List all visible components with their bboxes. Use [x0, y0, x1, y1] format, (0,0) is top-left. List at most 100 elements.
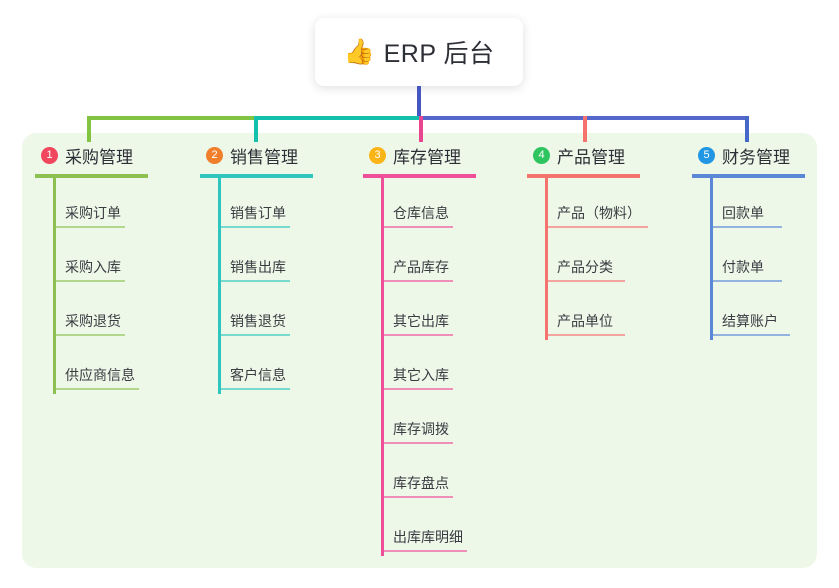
thumbs-up-icon: 👍 [343, 37, 375, 66]
branch-item-label: 销售退货 [230, 313, 286, 329]
drop-finance [745, 116, 749, 142]
branch-column-sales: 2 销售管理销售订单销售出库销售退货客户信息 [200, 142, 313, 394]
root-stem-connector [417, 86, 421, 118]
branch-item-label: 库存盘点 [393, 475, 449, 491]
branch-title: 采购管理 [65, 147, 133, 167]
branch-item[interactable]: 仓库信息 [363, 178, 476, 232]
branch-item[interactable]: 出库库明细 [363, 502, 476, 556]
branch-item-label: 库存调拨 [393, 421, 449, 437]
branch-item-underline [53, 280, 125, 282]
branch-item-label: 产品分类 [557, 259, 613, 275]
branch-item[interactable]: 客户信息 [200, 340, 313, 394]
branch-underline [527, 174, 640, 178]
branch-item-underline [710, 280, 782, 282]
root-title: ERP 后台 [383, 40, 495, 68]
branch-items-product: 产品（物料） 产品分类产品单位 [527, 178, 648, 340]
branch-item[interactable]: 其它入库 [363, 340, 476, 394]
branch-item-underline [218, 280, 290, 282]
branch-spine [218, 178, 221, 394]
branch-item-underline [545, 280, 625, 282]
branch-item[interactable]: 其它出库 [363, 286, 476, 340]
drop-sales [254, 116, 258, 142]
branch-spine [53, 178, 56, 394]
branch-items-finance: 回款单付款单结算账户 [692, 178, 805, 340]
branch-item-label: 供应商信息 [65, 367, 135, 383]
branch-item-label: 其它入库 [393, 367, 449, 383]
branch-item[interactable]: 销售退货 [200, 286, 313, 340]
branch-item[interactable]: 产品单位 [527, 286, 640, 340]
branch-item-underline [381, 550, 467, 552]
branch-number-badge: 5 [698, 146, 715, 164]
branch-title: 销售管理 [230, 147, 298, 167]
branch-item-label: 销售出库 [230, 259, 286, 275]
branch-item[interactable]: 库存盘点 [363, 448, 476, 502]
branch-item-label: 付款单 [722, 259, 764, 275]
branch-item[interactable]: 库存调拨 [363, 394, 476, 448]
root-node[interactable]: 👍 ERP 后台 [315, 18, 523, 86]
branch-column-procurement: 1 采购管理采购订单采购入库采购退货供应商信息 [35, 142, 148, 394]
branch-header-product[interactable]: 4 产品管理 [527, 142, 640, 168]
branch-item-underline [710, 226, 782, 228]
branch-item[interactable]: 销售订单 [200, 178, 313, 232]
branch-item-label: 出库库明细 [393, 529, 463, 545]
branch-item-label: 采购订单 [65, 205, 121, 221]
branch-header-procurement[interactable]: 1 采购管理 [35, 142, 148, 168]
branch-item[interactable]: 销售出库 [200, 232, 313, 286]
branch-column-product: 4 产品管理产品（物料） 产品分类产品单位 [527, 142, 648, 340]
branch-item[interactable]: 付款单 [692, 232, 805, 286]
branch-column-inventory: 3 库存管理仓库信息产品库存其它出库其它入库库存调拨库存盘点出库库明细 [363, 142, 476, 556]
branch-item-underline [710, 334, 790, 336]
branch-item-label: 其它出库 [393, 313, 449, 329]
drop-product [583, 116, 587, 142]
branch-item-underline [53, 388, 139, 390]
branch-spine [381, 178, 384, 556]
branch-item-label: 客户信息 [230, 367, 286, 383]
drop-inventory [419, 116, 423, 142]
branch-item[interactable]: 采购订单 [35, 178, 148, 232]
bus-segment-green [87, 116, 254, 120]
branch-header-sales[interactable]: 2 销售管理 [200, 142, 313, 168]
branch-title: 产品管理 [557, 147, 625, 167]
branch-item[interactable]: 采购入库 [35, 232, 148, 286]
branch-item[interactable]: 采购退货 [35, 286, 148, 340]
branch-item-underline [381, 334, 453, 336]
branch-item[interactable]: 产品（物料） [527, 178, 648, 232]
branch-item[interactable]: 回款单 [692, 178, 805, 232]
branch-underline [200, 174, 313, 178]
branch-item-underline [53, 334, 125, 336]
branch-items-sales: 销售订单销售出库销售退货客户信息 [200, 178, 313, 394]
branch-item-label: 产品单位 [557, 313, 613, 329]
branch-item-underline [53, 226, 125, 228]
branch-items-procurement: 采购订单采购入库采购退货供应商信息 [35, 178, 148, 394]
branch-item[interactable]: 供应商信息 [35, 340, 148, 394]
branch-item-label: 回款单 [722, 205, 764, 221]
branch-number-badge: 2 [206, 146, 223, 164]
branch-item[interactable]: 产品库存 [363, 232, 476, 286]
branch-title: 库存管理 [393, 147, 461, 167]
branch-item[interactable]: 产品分类 [527, 232, 640, 286]
branch-item-label: 产品库存 [393, 259, 449, 275]
branch-spine [710, 178, 713, 340]
branch-item-underline [545, 226, 648, 228]
branch-number-badge: 1 [41, 146, 58, 164]
branch-item-label: 仓库信息 [393, 205, 449, 221]
bus-segment-teal [254, 116, 419, 120]
branch-item-underline [381, 388, 453, 390]
branch-number-badge: 3 [369, 146, 386, 164]
branch-item[interactable]: 结算账户 [692, 286, 805, 340]
branch-item-underline [218, 334, 290, 336]
branch-item-underline [545, 334, 625, 336]
branch-underline [35, 174, 148, 178]
branch-number-badge: 4 [533, 146, 550, 164]
branch-item-label: 采购入库 [65, 259, 121, 275]
branch-items-inventory: 仓库信息产品库存其它出库其它入库库存调拨库存盘点出库库明细 [363, 178, 476, 556]
branch-item-underline [218, 388, 290, 390]
branch-item-underline [381, 442, 453, 444]
branch-item-label: 销售订单 [230, 205, 286, 221]
branch-header-inventory[interactable]: 3 库存管理 [363, 142, 476, 168]
branch-item-underline [218, 226, 290, 228]
branch-item-underline [381, 280, 453, 282]
diagram-panel [22, 133, 817, 568]
